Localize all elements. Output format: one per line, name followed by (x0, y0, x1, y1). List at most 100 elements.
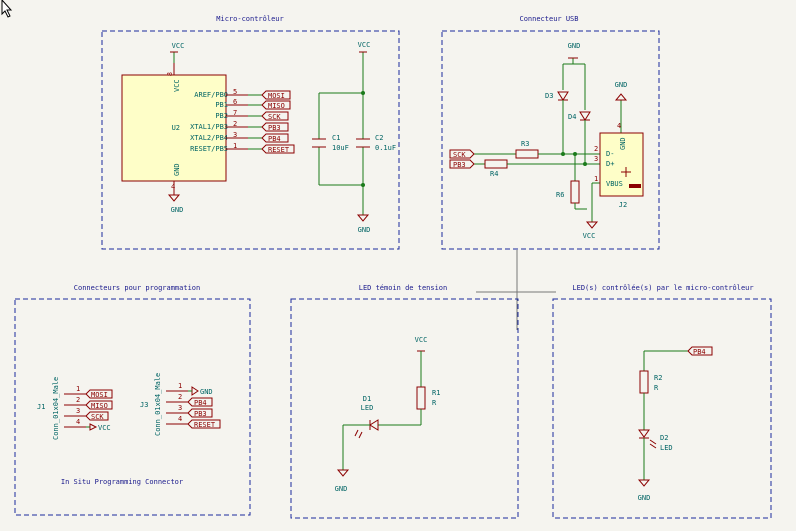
pin-num: 1 (178, 382, 182, 390)
j2-pin-dp: D+ (606, 160, 614, 168)
j2-ref: J2 (619, 201, 627, 209)
net-label[interactable]: PB4 (187, 397, 213, 407)
net-label-text: SCK (268, 113, 281, 121)
net-label-text: SCK (453, 151, 466, 159)
c1-value: 10uF (332, 144, 349, 152)
r2-value: R (654, 384, 659, 392)
d1-ref: D1 (363, 395, 371, 403)
j2-pin-num: 3 (594, 155, 598, 163)
usb-symbol-icon (621, 167, 631, 177)
net-label[interactable]: RESET (261, 144, 295, 154)
net-label[interactable]: SCK (449, 149, 475, 159)
ground-symbol: GND (188, 386, 213, 396)
u2-pin-row: AREF/PB0 5 (194, 88, 262, 99)
vcc-symbol: VCC (86, 423, 111, 432)
j1-value: Conn_01x04_Male (52, 377, 60, 440)
net-label[interactable]: MOSI (261, 90, 291, 100)
ground-symbol: GND (356, 214, 370, 234)
net-label-text: MISO (91, 402, 108, 410)
r1-ref: R1 (432, 389, 440, 397)
net-label[interactable]: PB3 (449, 159, 475, 169)
title-micro-controller: Micro-contrôleur (216, 15, 283, 23)
vcc-symbol: VCC (583, 221, 599, 240)
u2-pin-vcc-num: 8 (166, 72, 174, 76)
pin-num: 4 (76, 418, 80, 426)
title-programming: Connecteurs pour programmation (74, 284, 200, 292)
j2-pin-num: 2 (594, 145, 598, 153)
net-label[interactable]: SCK (85, 411, 109, 421)
ground-symbol: GND (167, 194, 183, 214)
net-label[interactable]: PB3 (187, 408, 213, 418)
ground-symbol: GND (568, 42, 581, 59)
u2-pin-num: 3 (233, 131, 237, 139)
net-label-text: RESET (268, 146, 290, 154)
net-label[interactable]: RESET (187, 419, 221, 429)
u2-pin-num: 5 (233, 88, 237, 96)
vcc-label: VCC (415, 336, 428, 344)
net-label[interactable]: PB4 (261, 133, 289, 143)
net-label-text: PB3 (194, 410, 207, 418)
net-label-text: PB3 (453, 161, 466, 169)
u2-pin-num: 1 (233, 142, 237, 150)
j2-pin-gnd: GND (619, 137, 627, 150)
u2-pin-row: PB1 6 (215, 98, 262, 109)
r1-value: R (432, 399, 437, 407)
pin-num: 2 (178, 393, 182, 401)
pin-num: 3 (178, 404, 182, 412)
j1-connector[interactable]: Conn_01x04_Male J1 1 2 3 4 (37, 377, 86, 440)
c2-ref: C2 (375, 134, 383, 142)
vcc-label: VCC (583, 232, 596, 240)
gnd-label: GND (568, 42, 581, 50)
d4-ref: D4 (568, 113, 576, 121)
d3-ref: D3 (545, 92, 553, 100)
j3-value: Conn_01x04_Male (154, 373, 162, 436)
net-label-text: PB4 (268, 135, 281, 143)
net-label[interactable]: MOSI (85, 389, 113, 399)
net-label-text: RESET (194, 421, 216, 429)
vcc-label: VCC (172, 42, 185, 50)
u2-pin-row: XTAL1/PB3 2 (190, 120, 262, 131)
net-label-text: PB4 (194, 399, 207, 407)
net-label[interactable]: SCK (261, 111, 289, 121)
u2-pin-row: PB2 7 (215, 109, 262, 120)
usb-port-icon (629, 184, 641, 188)
net-label[interactable]: PB4 (687, 346, 713, 356)
u2-pin-name: RESET/PB5 (190, 145, 228, 153)
frame-usb-connector (441, 30, 660, 250)
capacitor-network (312, 52, 370, 215)
crosshair-cursor (476, 250, 556, 330)
pin-num: 1 (76, 385, 80, 393)
u2-pin-name: PB2 (215, 112, 228, 120)
mouse-cursor-icon (1, 0, 13, 18)
r6-ref: R6 (556, 191, 564, 199)
gnd-label: GND (335, 485, 348, 493)
net-label[interactable]: PB3 (261, 122, 289, 132)
u2-microcontroller[interactable]: 8 VCC GND 4 U2 AREF/PB0 5 PB1 6 PB2 7 XT… (121, 63, 262, 195)
gnd-label: GND (615, 81, 628, 89)
net-label[interactable]: MISO (85, 400, 113, 410)
u2-pin-gnd: GND (173, 163, 181, 176)
j2-pin-dm: D- (606, 150, 614, 158)
vcc-symbol: VCC (170, 42, 184, 63)
u2-pin-gnd-num: 4 (171, 183, 175, 191)
mcu-led-circuit (637, 350, 688, 487)
net-label[interactable]: MISO (261, 100, 291, 110)
j3-ref: J3 (140, 401, 148, 409)
frame-power-led (290, 298, 519, 519)
j2-pin-num: 1 (594, 175, 598, 183)
j1-ref: J1 (37, 403, 45, 411)
pin-num: 3 (76, 407, 80, 415)
frame-micro-controller (101, 30, 400, 250)
u2-ref: U2 (172, 124, 180, 132)
j2-pin-num: 4 (617, 122, 621, 130)
j3-connector[interactable]: Conn_01x04_Male J3 1 2 3 4 (140, 373, 188, 436)
c1-ref: C1 (332, 134, 340, 142)
u2-pin-vcc: VCC (173, 79, 181, 92)
j2-usb-connector[interactable]: D- D+ VBUS GND 2 3 1 4 J2 (594, 122, 644, 209)
u2-pin-row: XTAL2/PB4 3 (190, 131, 262, 142)
net-label-text: MOSI (91, 391, 108, 399)
vcc-label: VCC (358, 41, 371, 49)
title-power-led: LED témoin de tension (359, 284, 448, 292)
